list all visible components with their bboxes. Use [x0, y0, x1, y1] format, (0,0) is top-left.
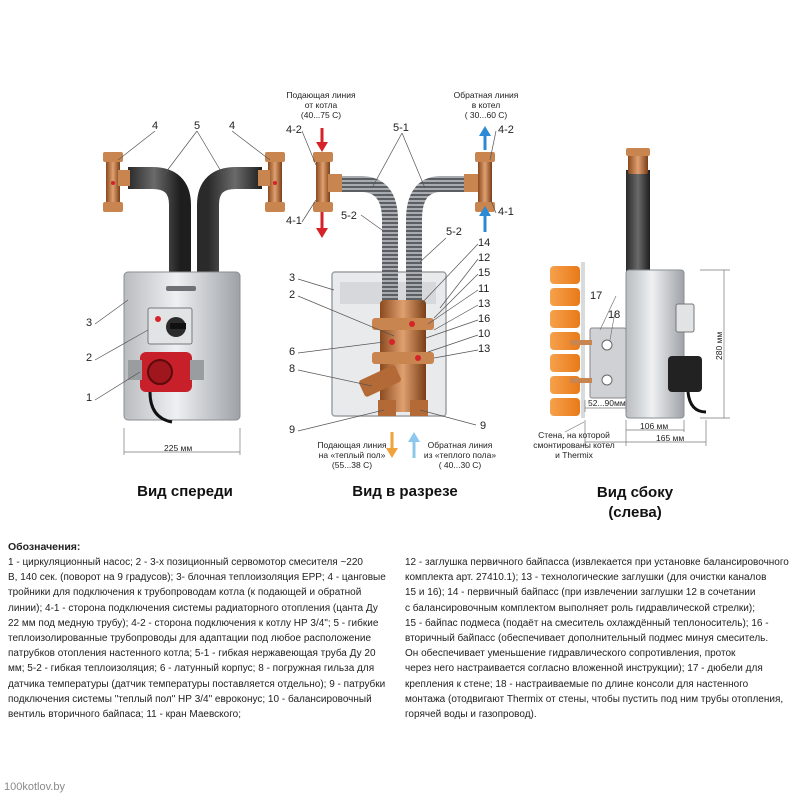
legend-line: В, 140 сек. (поворот на 9 градусов); 3- … — [8, 572, 386, 584]
supply-boiler-arrow-bottom — [316, 212, 328, 238]
section-label-9-right: 9 — [480, 420, 487, 432]
legend-line: линии); 4-1 - сторона подключения систем… — [8, 602, 378, 614]
legend-line: патрубков отопления настенного котла; 5-… — [8, 648, 376, 660]
section-label-9-left: 9 — [289, 424, 296, 436]
side-dimension-280: 280 мм — [714, 331, 724, 360]
watermark: 100kotlov.by — [4, 781, 65, 793]
side-insulated-pipe — [626, 170, 650, 274]
legend-line: вторичный байпасс (обеспечивает дополнит… — [405, 633, 769, 645]
section-label-15: 15 — [478, 267, 491, 279]
section-label-4-2-right: 4-2 — [498, 124, 514, 136]
side-console — [589, 327, 627, 399]
front-label-1: 1 — [86, 392, 93, 404]
section-label-5-2-left: 5-2 — [341, 210, 357, 222]
supply-boiler-arrow-top — [316, 128, 328, 152]
return-boiler-caption: Обратная линия в котел ( 30...60 С) — [453, 90, 519, 120]
legend-line: подключения системы "теплый пол" НР 3/4"… — [8, 693, 372, 705]
section-label-14: 14 — [478, 237, 491, 249]
supply-floor-arrow — [386, 432, 398, 458]
section-label-4-2-left: 4-2 — [286, 124, 302, 136]
front-label-5: 5 — [194, 120, 201, 132]
side-dimension-gap: 52...90мм — [588, 398, 626, 408]
section-label-16: 16 — [478, 313, 491, 325]
front-fitting-left — [103, 152, 130, 212]
front-insulation-box — [123, 271, 241, 421]
legend-line: горячей воды и газопровод). — [405, 709, 537, 721]
supply-boiler-caption: Подающая линия от котла (40...75 С) — [286, 90, 356, 120]
legend-line: с балансировочным комплектом выполняет р… — [405, 602, 755, 614]
front-insulated-pipe-right — [197, 167, 262, 272]
supply-floor-caption: Подающая линия на «теплый пол» (55...38 … — [317, 440, 387, 470]
section-label-13-top: 13 — [478, 298, 491, 310]
side-insulation-box — [625, 269, 685, 419]
return-floor-caption: Обратная линия из «теплого пола» ( 40...… — [423, 440, 497, 470]
section-flex-pipe-right — [406, 176, 472, 305]
return-boiler-arrow-top — [479, 126, 491, 150]
section-fitting-left — [313, 152, 342, 212]
front-label-4-right: 4 — [229, 120, 236, 132]
side-label-18: 18 — [608, 309, 621, 321]
legend-line: датчика температуры (датчик температуры … — [8, 678, 386, 690]
section-label-5-1: 5-1 — [393, 122, 409, 134]
side-view-title: Вид сбоку (слева) — [596, 484, 674, 521]
front-fitting-right — [258, 152, 285, 212]
section-label-4-1-right: 4-1 — [498, 206, 514, 218]
side-dimension-165: 165 мм — [656, 433, 685, 443]
legend-line: теплоизолированные трубопроводы для адап… — [8, 633, 372, 645]
return-floor-arrow — [408, 432, 420, 458]
section-label-12: 12 — [478, 252, 491, 264]
legend-line: 15 и 16); 14 - первичный байпасс (при из… — [405, 587, 756, 599]
section-label-2: 2 — [289, 289, 296, 301]
section-label-11: 11 — [478, 283, 490, 295]
side-dimension-106: 106 мм — [640, 421, 669, 431]
section-label-10: 10 — [478, 328, 491, 340]
section-view-title: Вид в разрезе — [352, 483, 458, 500]
side-label-17: 17 — [590, 290, 603, 302]
section-label-6: 6 — [289, 346, 296, 358]
front-view-title: Вид спереди — [137, 483, 233, 500]
legend-line: крепления к стене; 18 - настраиваемые по… — [405, 678, 749, 690]
wall-caption: Стена, на которой смонтированы котел и T… — [533, 430, 615, 460]
legend-line: мм; 5-2 - гибкая теплоизоляция; 6 - лату… — [8, 663, 375, 675]
legend-line: 15 - байпас подмеса (подаёт на смеситель… — [405, 617, 769, 629]
side-pump — [668, 356, 702, 392]
legend-title: Обозначения: — [8, 541, 81, 553]
section-fitting-right — [464, 152, 495, 212]
front-dimension-width: 225 мм — [164, 443, 193, 453]
section-label-5-2-right: 5-2 — [446, 226, 462, 238]
legend-line: через него настраивается согласно вложен… — [405, 663, 763, 675]
side-view-drawing — [550, 148, 730, 446]
legend-right-column: 12 - заглушка первичного байпасса (извле… — [405, 555, 789, 722]
section-brass-body — [359, 300, 434, 416]
front-label-2: 2 — [86, 352, 93, 364]
front-label-3: 3 — [86, 317, 93, 329]
legend-line: вентиль вторичного байпаса; 11 - кран Ма… — [8, 709, 241, 721]
front-view-drawing — [94, 130, 285, 455]
legend-line: 22 мм под медную трубу); 4-2 - сторона п… — [8, 617, 379, 629]
section-flex-pipe-left — [340, 176, 398, 305]
section-view-drawing — [297, 126, 497, 458]
front-label-4-left: 4 — [152, 120, 159, 132]
legend-line: 1 - циркуляционный насос; 2 - 3-х позици… — [8, 557, 363, 568]
front-insulated-pipe-left — [128, 167, 191, 272]
legend-line: монтажа (отодвигают Thermix от стены, чт… — [405, 693, 784, 705]
legend-line: Он обеспечивает уменьшение гидравлическо… — [405, 648, 736, 660]
section-label-3: 3 — [289, 272, 296, 284]
legend-line: тройники для подключения к трубопроводам… — [8, 587, 362, 599]
legend-line: 12 - заглушка первичного байпасса (извле… — [405, 557, 789, 568]
section-label-4-1-left: 4-1 — [286, 215, 302, 227]
section-label-13-bottom: 13 — [478, 343, 491, 355]
legend-left-column: 1 - циркуляционный насос; 2 - 3-х позици… — [8, 555, 392, 722]
section-label-8: 8 — [289, 363, 296, 375]
legend-line: комплекта арт. 27410.1); 13 - технологич… — [405, 572, 767, 584]
return-boiler-arrow-bottom — [479, 206, 491, 232]
